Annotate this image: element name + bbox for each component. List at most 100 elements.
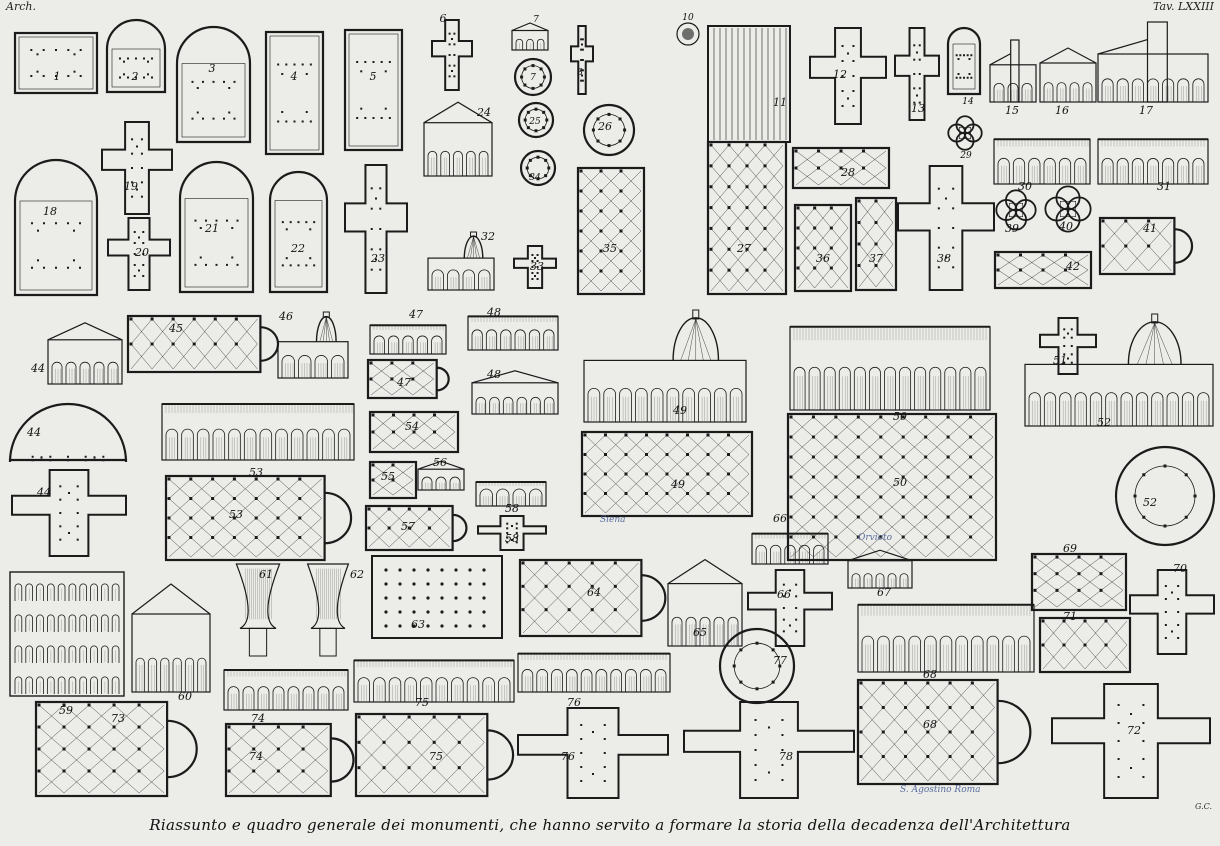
figure-label: 19 — [124, 180, 138, 193]
figure-label: 44 — [30, 362, 45, 375]
figure-f41-plan: 41 — [1098, 216, 1194, 276]
figure-label: 37 — [869, 252, 883, 265]
figure-f6-plan: 6 — [431, 12, 473, 91]
figure-f12-plan: 12 — [809, 27, 887, 125]
figure-f34-plan: 34 — [519, 149, 557, 187]
figure-f33-plan: 33 — [513, 245, 557, 289]
figure-label: 42 — [1065, 260, 1080, 273]
figure-f77-plan: 77 — [718, 627, 796, 705]
figure-label: 77 — [773, 654, 787, 667]
figure-label: 33 — [530, 260, 544, 273]
figure-label: 17 — [1139, 104, 1153, 117]
figure-f14-plan: 14 — [946, 26, 982, 107]
figure-f18-plan: 18 — [13, 158, 99, 297]
figure-label: 66 — [777, 588, 791, 601]
figure-label: 22 — [290, 242, 305, 255]
figure-label: 3 — [209, 62, 216, 75]
figure-f63-plan: 63 — [371, 555, 503, 639]
figure-label: 76 — [561, 750, 575, 763]
figure-f37-plan: 37 — [854, 196, 898, 292]
figure-label: 57 — [401, 520, 415, 533]
figure-label: 8 — [577, 68, 583, 78]
figure-f55-plan: 55 — [368, 460, 418, 500]
figure-label: 73 — [111, 712, 125, 725]
figure-label: 72 — [1127, 724, 1141, 737]
figure-label: 48 — [486, 306, 501, 319]
figure-f75-section: 75 — [353, 659, 515, 709]
figure-f66b-plan: 66 — [747, 569, 833, 647]
figure-label: 71 — [1063, 610, 1077, 623]
figure-label: 62 — [350, 568, 364, 581]
figure-f68b-plan: 68 — [856, 678, 1032, 786]
figure-f2-plan: 2 — [105, 18, 167, 94]
figure-f11-plan: 11 — [707, 25, 791, 143]
figure-label: 6 — [440, 12, 447, 25]
figure-label: 66 — [773, 512, 787, 525]
figure-f50-section: 50 — [789, 325, 991, 423]
figure-label: 47 — [396, 376, 411, 389]
figure-label: 50 — [893, 476, 907, 489]
figure-f19-plan: 19 — [101, 121, 173, 215]
figure-f49b-plan: 49 — [580, 430, 754, 518]
figure-f48-section: 48 — [467, 306, 559, 351]
figure-label: 27 — [736, 242, 751, 255]
figure-f52b-plan: 52 — [1114, 445, 1216, 547]
figure-label: 7 — [530, 73, 536, 83]
figure-label: 11 — [773, 96, 787, 109]
figure-label: 13 — [911, 102, 925, 115]
figure-f10-detail: 10 — [676, 13, 700, 46]
figure-f4-plan: 4 — [264, 30, 325, 156]
figure-f56-elevation: 56 — [417, 456, 465, 491]
figure-label: 28 — [840, 166, 855, 179]
figure-f69-plan: 69 — [1030, 542, 1128, 612]
figure-f15-elevation: 15 — [989, 39, 1037, 117]
figure-f24-elevation: 24 — [423, 101, 493, 177]
figure-f16-elevation: 16 — [1039, 47, 1097, 117]
figure-f74b-plan: 74 — [224, 722, 355, 798]
figure-label: 53 — [229, 508, 243, 521]
figure-f51-plan: 51 — [1039, 317, 1097, 375]
figure-label: 61 — [259, 568, 273, 581]
figure-f28-plan: 28 — [791, 146, 891, 190]
figure-label: 49 — [670, 478, 685, 491]
figure-f36-plan: 36 — [793, 203, 853, 293]
figure-f35-plan: 35 — [576, 166, 646, 296]
figure-f44c-plan: 44 — [11, 469, 127, 557]
figure-f76b-plan: 76 — [517, 707, 669, 799]
figure-f46-section: 46 — [277, 310, 349, 379]
figure-f29-plan: 29 — [947, 115, 983, 161]
handwritten-note: Orvieto — [858, 533, 893, 543]
figure-f13-plan: 13 — [894, 27, 940, 121]
figure-f42-plan: 42 — [993, 250, 1093, 290]
figure-label: 36 — [816, 252, 830, 265]
figure-f38-plan: 38 — [897, 165, 995, 291]
figure-f40-plan: 40 — [1044, 185, 1092, 233]
figure-label: 29 — [959, 151, 972, 161]
figure-label: 65 — [693, 626, 707, 639]
figure-label: 7 — [533, 15, 539, 25]
figure-f21-plan: 21 — [178, 160, 255, 294]
figure-f53b-plan: 53 — [164, 474, 353, 562]
figure-f47-section: 47 — [369, 308, 447, 355]
figure-label: 44 — [36, 486, 51, 499]
figure-label: 49 — [672, 404, 687, 417]
figure-f20-plan: 20 — [107, 217, 171, 291]
figure-label: 54 — [405, 420, 419, 433]
figure-f31-section: 31 — [1097, 138, 1209, 193]
figure-f62-detail: 62 — [306, 563, 364, 657]
figure-f17-elevation: 17 — [1097, 21, 1209, 117]
figure-f50b-plan: 50 — [786, 412, 998, 562]
figure-label: 12 — [833, 68, 847, 81]
figure-f64-plan: 64 — [518, 558, 667, 638]
figure-f78-plan: 78 — [683, 701, 855, 799]
figure-label: 56 — [433, 456, 447, 469]
figure-f26-plan: 26 — [582, 103, 636, 157]
figure-label: 34 — [529, 173, 541, 183]
figure-f44b-plan: 44 — [8, 402, 128, 463]
figure-f22-plan: 22 — [268, 170, 329, 294]
figure-f57-plan: 57 — [364, 504, 468, 552]
figure-f54-plan: 54 — [368, 410, 460, 454]
figure-f49-section: 49 — [583, 309, 747, 423]
figure-label: 30 — [1018, 180, 1032, 193]
